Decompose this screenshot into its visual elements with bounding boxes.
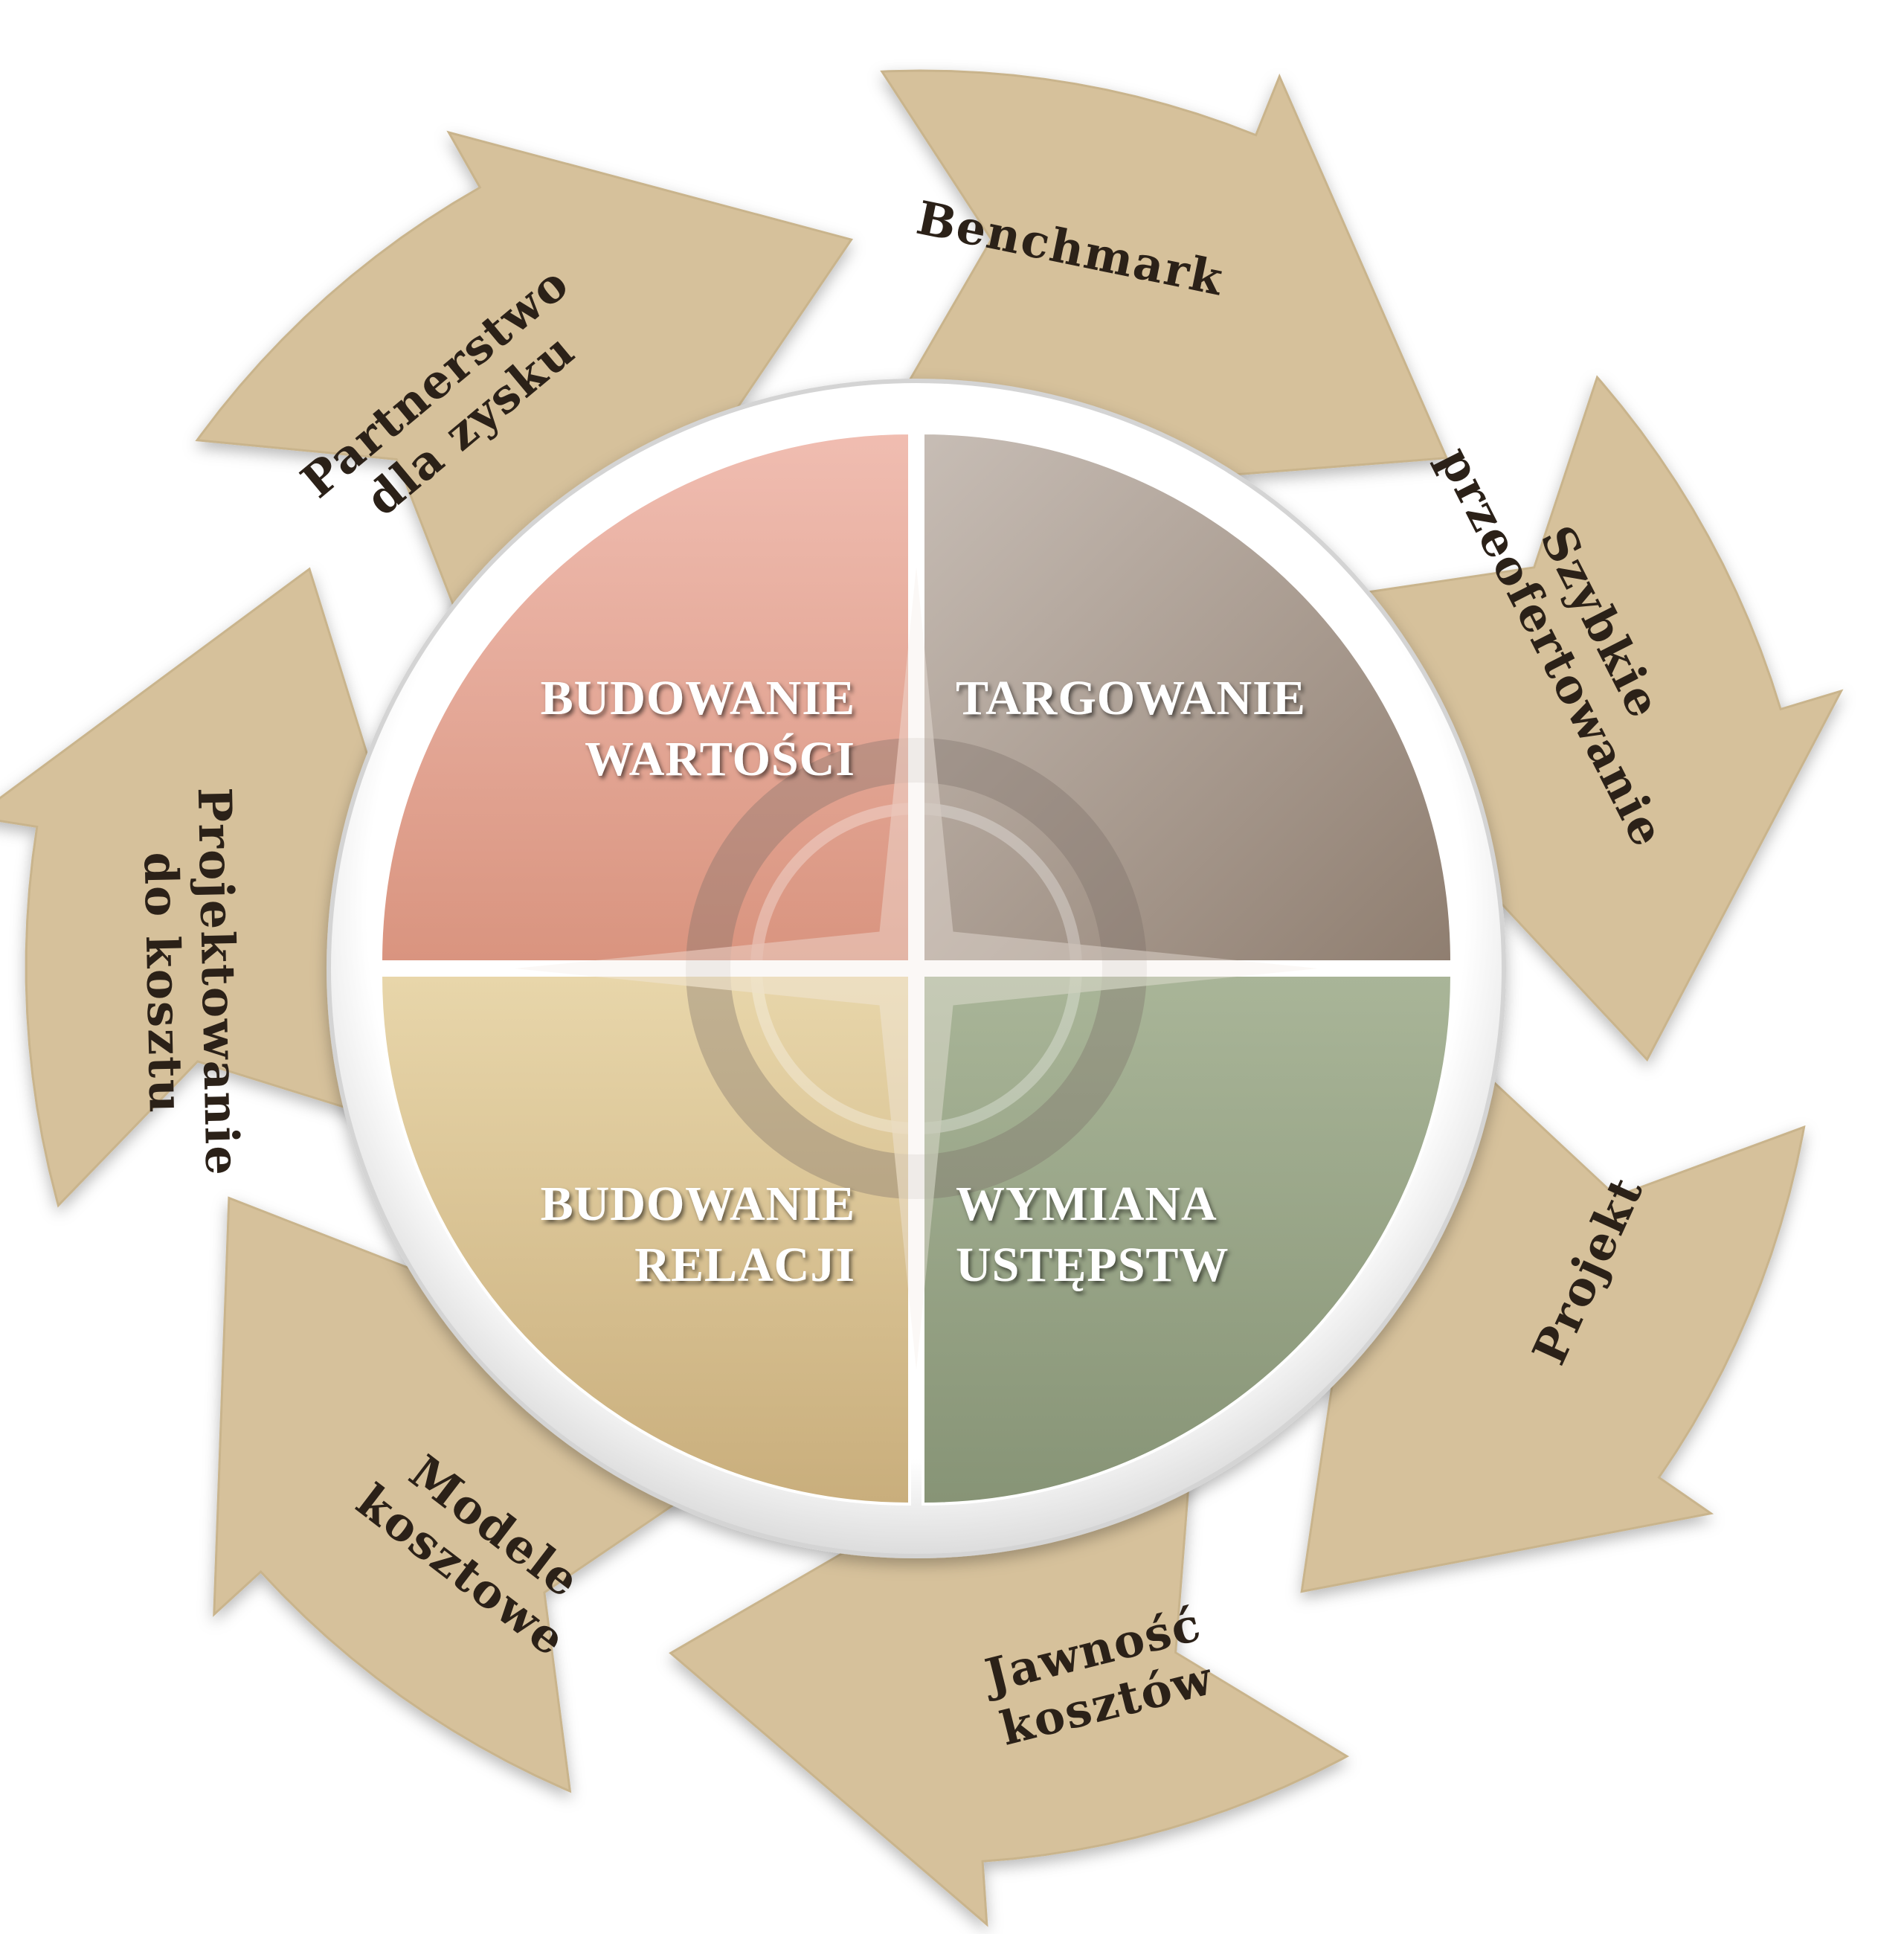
compass-star [515, 567, 1318, 1370]
compass-outer-ring [686, 738, 1147, 1199]
center-quadrants [379, 431, 1454, 1506]
quadrant-labels: BUDOWANIE WARTOŚCI TARGOWANIE BUDOWANIE RELA… [541, 671, 1306, 1292]
quadrant-top-left [379, 431, 911, 963]
quadrant-label-bottom-right-1: WYMIANA [956, 1177, 1218, 1231]
quadrant-top-right [922, 431, 1454, 963]
quadrant-label-bottom-left-1: BUDOWANIE [541, 1177, 855, 1231]
cycle-arrows [0, 69, 1844, 1927]
compass-inner-ring [750, 803, 1082, 1134]
segment-projektowanie-do-kosztu-line-1: Projektowanie [187, 787, 250, 1178]
quadrant-label-top-left-1: BUDOWANIE [541, 671, 855, 725]
quadrant-label-top-right-1: TARGOWANIE [956, 671, 1306, 725]
segment-projektowanie-do-kosztu-line-2: do kosztu [134, 852, 193, 1115]
quadrant-bottom-right [922, 974, 1454, 1506]
quadrant-label-bottom-right-2: USTĘPSTW [956, 1238, 1229, 1292]
compass-rose-icon [515, 567, 1318, 1370]
quadrant-label-bottom-left-2: RELACJI [634, 1238, 855, 1292]
quadrant-bottom-left [379, 974, 911, 1506]
quadrant-label-top-left-2: WARTOŚCI [585, 732, 855, 786]
